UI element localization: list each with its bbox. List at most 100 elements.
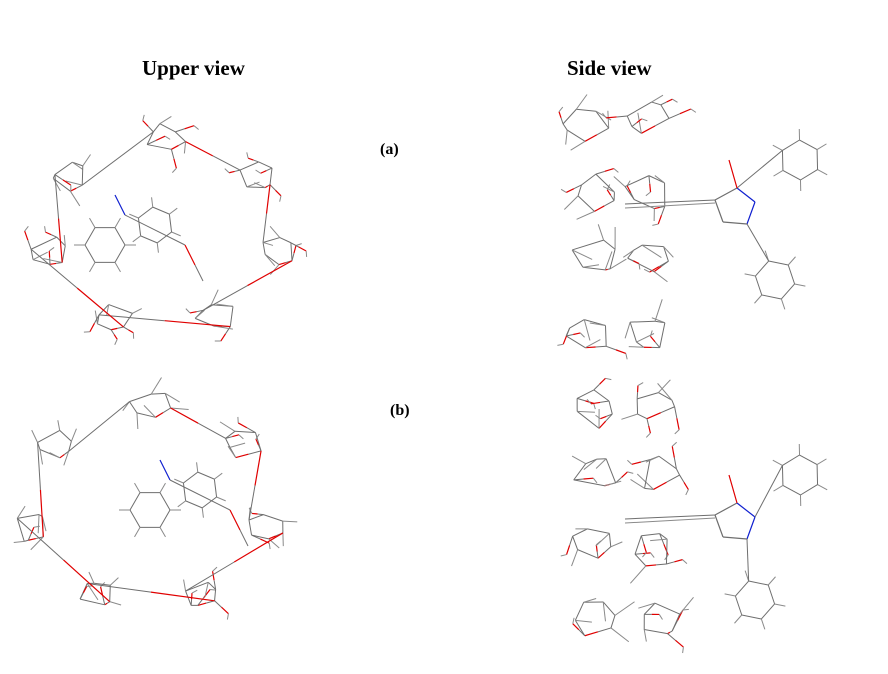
bond xyxy=(573,463,587,481)
bond xyxy=(557,343,564,346)
bond xyxy=(185,500,203,509)
bond xyxy=(129,509,141,528)
bond xyxy=(606,116,617,119)
bond xyxy=(229,509,241,531)
bond xyxy=(604,251,613,271)
bond xyxy=(782,454,800,466)
bond xyxy=(558,106,564,113)
bond xyxy=(279,195,282,202)
bond xyxy=(799,454,818,466)
bond xyxy=(571,249,593,260)
bond xyxy=(587,528,610,534)
bond xyxy=(593,383,601,391)
upper-view-heading: Upper view xyxy=(142,56,245,80)
bond xyxy=(268,535,277,540)
bond xyxy=(595,110,612,121)
bond xyxy=(210,289,219,306)
bond xyxy=(82,586,88,594)
bond xyxy=(595,345,607,348)
bond xyxy=(178,141,186,146)
bond xyxy=(152,123,161,133)
bond xyxy=(246,152,249,159)
bond xyxy=(572,239,604,251)
bond xyxy=(574,602,585,621)
bond xyxy=(253,159,259,163)
bond xyxy=(147,125,154,133)
bond xyxy=(746,223,770,262)
bond xyxy=(239,161,259,171)
bond xyxy=(84,244,96,263)
bond xyxy=(136,412,139,430)
bond xyxy=(600,415,607,420)
bond xyxy=(610,541,623,548)
bond xyxy=(30,248,78,289)
bond xyxy=(239,169,248,188)
bond xyxy=(595,110,610,129)
bond xyxy=(164,320,231,328)
bond xyxy=(39,449,43,465)
bond xyxy=(30,527,35,534)
bond xyxy=(69,190,81,207)
bond xyxy=(174,131,186,142)
bond xyxy=(129,393,152,403)
bond xyxy=(114,217,121,228)
bond xyxy=(735,580,750,597)
bond xyxy=(282,520,298,523)
bond xyxy=(177,500,186,508)
guest-upper-a xyxy=(74,194,204,282)
bond xyxy=(794,283,806,287)
bond xyxy=(81,131,154,186)
bond xyxy=(62,179,72,186)
bond xyxy=(573,332,581,336)
bond xyxy=(212,566,218,572)
bond xyxy=(787,256,796,266)
bond xyxy=(714,187,738,201)
bond xyxy=(142,114,145,121)
bond xyxy=(234,430,256,434)
bond xyxy=(666,98,673,103)
bond xyxy=(89,217,96,228)
bond xyxy=(604,200,615,207)
bond xyxy=(569,536,574,546)
bond xyxy=(124,214,186,246)
bond xyxy=(666,474,680,483)
bond xyxy=(659,322,666,348)
bond xyxy=(754,294,763,304)
bond xyxy=(27,239,32,250)
bond xyxy=(185,581,209,592)
bond xyxy=(28,537,36,541)
bond xyxy=(54,174,64,181)
bond xyxy=(576,410,600,429)
bond xyxy=(102,595,106,605)
bond xyxy=(98,314,165,322)
bond xyxy=(171,167,177,173)
bond xyxy=(633,260,640,265)
bond xyxy=(63,451,70,466)
bond xyxy=(598,420,607,429)
bond xyxy=(234,169,241,172)
bond xyxy=(565,335,586,349)
bond xyxy=(87,583,151,593)
bond xyxy=(816,143,827,151)
bond xyxy=(768,260,789,266)
bond xyxy=(269,226,281,238)
bond xyxy=(560,188,567,193)
bond xyxy=(746,516,756,540)
bond xyxy=(59,454,65,459)
bond xyxy=(143,404,156,418)
bond xyxy=(150,591,215,602)
bond xyxy=(663,246,674,258)
bond xyxy=(183,471,199,484)
bond xyxy=(660,101,667,106)
bond xyxy=(633,199,655,210)
bond xyxy=(746,538,750,582)
bond xyxy=(57,420,61,431)
bond xyxy=(606,189,612,196)
bond xyxy=(602,601,616,616)
bond xyxy=(290,242,299,248)
bond xyxy=(159,509,171,528)
bond xyxy=(566,333,574,337)
bond xyxy=(84,227,96,246)
bond xyxy=(597,224,605,241)
